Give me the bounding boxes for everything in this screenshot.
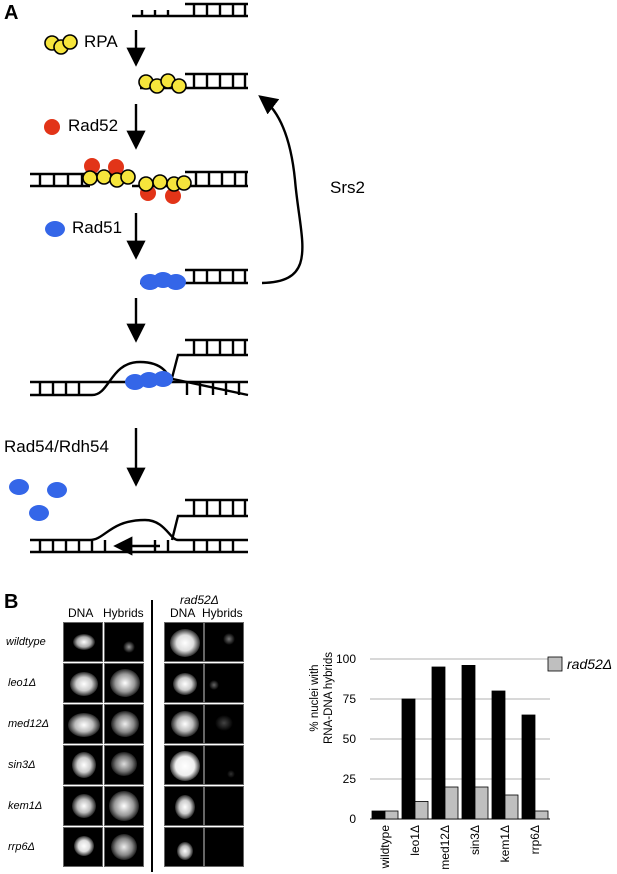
bar: [491, 690, 506, 820]
dna-image: [63, 786, 103, 826]
released-rad51: [9, 479, 67, 521]
chart-ylabel-line1: % nuclei with: [309, 664, 321, 732]
hybrids-image: [204, 663, 244, 703]
dna-image: [164, 786, 204, 826]
hybrids-image: [204, 704, 244, 744]
panel-b-label: B: [4, 591, 19, 613]
bar: [401, 698, 416, 820]
rad51-legend-icon: [45, 221, 65, 237]
bar: [371, 810, 386, 820]
x-tick-label: med12Δ: [438, 825, 452, 870]
bar: [444, 786, 459, 820]
bar: [384, 810, 399, 820]
dna-image: [164, 704, 204, 744]
hybrids-image: [204, 622, 244, 662]
bar: [534, 810, 549, 820]
bar: [504, 794, 519, 820]
rad52-header: rad52Δ: [180, 593, 219, 607]
y-tick-label: 50: [343, 732, 357, 746]
bar: [461, 664, 476, 820]
dna-image: [63, 622, 103, 662]
x-tick-label: sin3Δ: [468, 825, 482, 855]
rpa-legend-icon: [44, 34, 78, 55]
col-dna2-header: DNA: [170, 606, 196, 620]
rad52-legend-icon: [44, 119, 60, 135]
row-label: wildtype: [6, 636, 46, 648]
row-label: sin3Δ: [8, 759, 36, 771]
x-tick-label: wildtype: [378, 825, 392, 870]
y-tick-label: 25: [343, 772, 357, 786]
row-label: kem1Δ: [8, 800, 43, 812]
hybrids-image: [204, 827, 244, 867]
dna-image: [63, 663, 103, 703]
y-tick-label: 0: [349, 812, 356, 826]
col-hybrids-header: Hybrids: [103, 606, 144, 620]
rad51-filament: [140, 272, 186, 290]
dna-rad51-filament: [140, 268, 248, 285]
x-tick-label: kem1Δ: [498, 825, 512, 862]
hybrids-image: [204, 786, 244, 826]
y-tick-label: 75: [343, 692, 357, 706]
bar: [414, 800, 429, 820]
row-label: rrp6Δ: [8, 841, 35, 853]
column-divider: [151, 600, 153, 872]
hybrids-image: [104, 622, 144, 662]
dna-image: [63, 745, 103, 785]
rpa-coated-ssdna: [138, 73, 187, 94]
dna-image: [164, 745, 204, 785]
dna-extension: [30, 498, 248, 556]
recombination-pathway-diagram: [9, 2, 304, 556]
rad52-label: Rad52: [68, 116, 119, 135]
x-tick-label: leo1Δ: [408, 825, 422, 856]
hybrids-image: [104, 704, 144, 744]
hybrids-image: [104, 827, 144, 867]
srs2-label: Srs2: [330, 178, 365, 197]
legend-label: rad52Δ: [567, 656, 612, 672]
bar: [431, 666, 446, 820]
rad54-label: Rad54/Rdh54: [4, 437, 109, 456]
hybrids-bar-chart: 0 25 50 75 100 wildtype leo1Δ med12Δ sin3Δ kem1Δ r…: [336, 652, 612, 870]
dna-image: [63, 827, 103, 867]
rpa-label: RPA: [84, 32, 118, 51]
row-label: leo1Δ: [8, 677, 37, 689]
bar: [521, 714, 536, 820]
row-label: med12Δ: [8, 718, 50, 730]
rad52-rpa-complex: [82, 158, 192, 204]
dna-image: [164, 622, 204, 662]
rad51-dloop: [125, 371, 173, 390]
dna-image: [63, 704, 103, 744]
col-dna-header: DNA: [68, 606, 94, 620]
dna-image: [164, 827, 204, 867]
dna-resected-end: [132, 2, 248, 18]
srs2-arrow: [258, 95, 304, 285]
x-tick-label: rrp6Δ: [528, 825, 542, 854]
panel-a-label: A: [4, 2, 19, 24]
hybrids-image: [204, 745, 244, 785]
hybrids-image: [104, 663, 144, 703]
rad51-label: Rad51: [72, 218, 123, 237]
hybrids-image: [104, 745, 144, 785]
hybrids-image: [104, 786, 144, 826]
legend-swatch: [547, 656, 563, 672]
col-hybrids2-header: Hybrids: [202, 606, 243, 620]
y-tick-label: 100: [336, 652, 356, 666]
bar: [474, 786, 489, 820]
dna-image: [164, 663, 204, 703]
